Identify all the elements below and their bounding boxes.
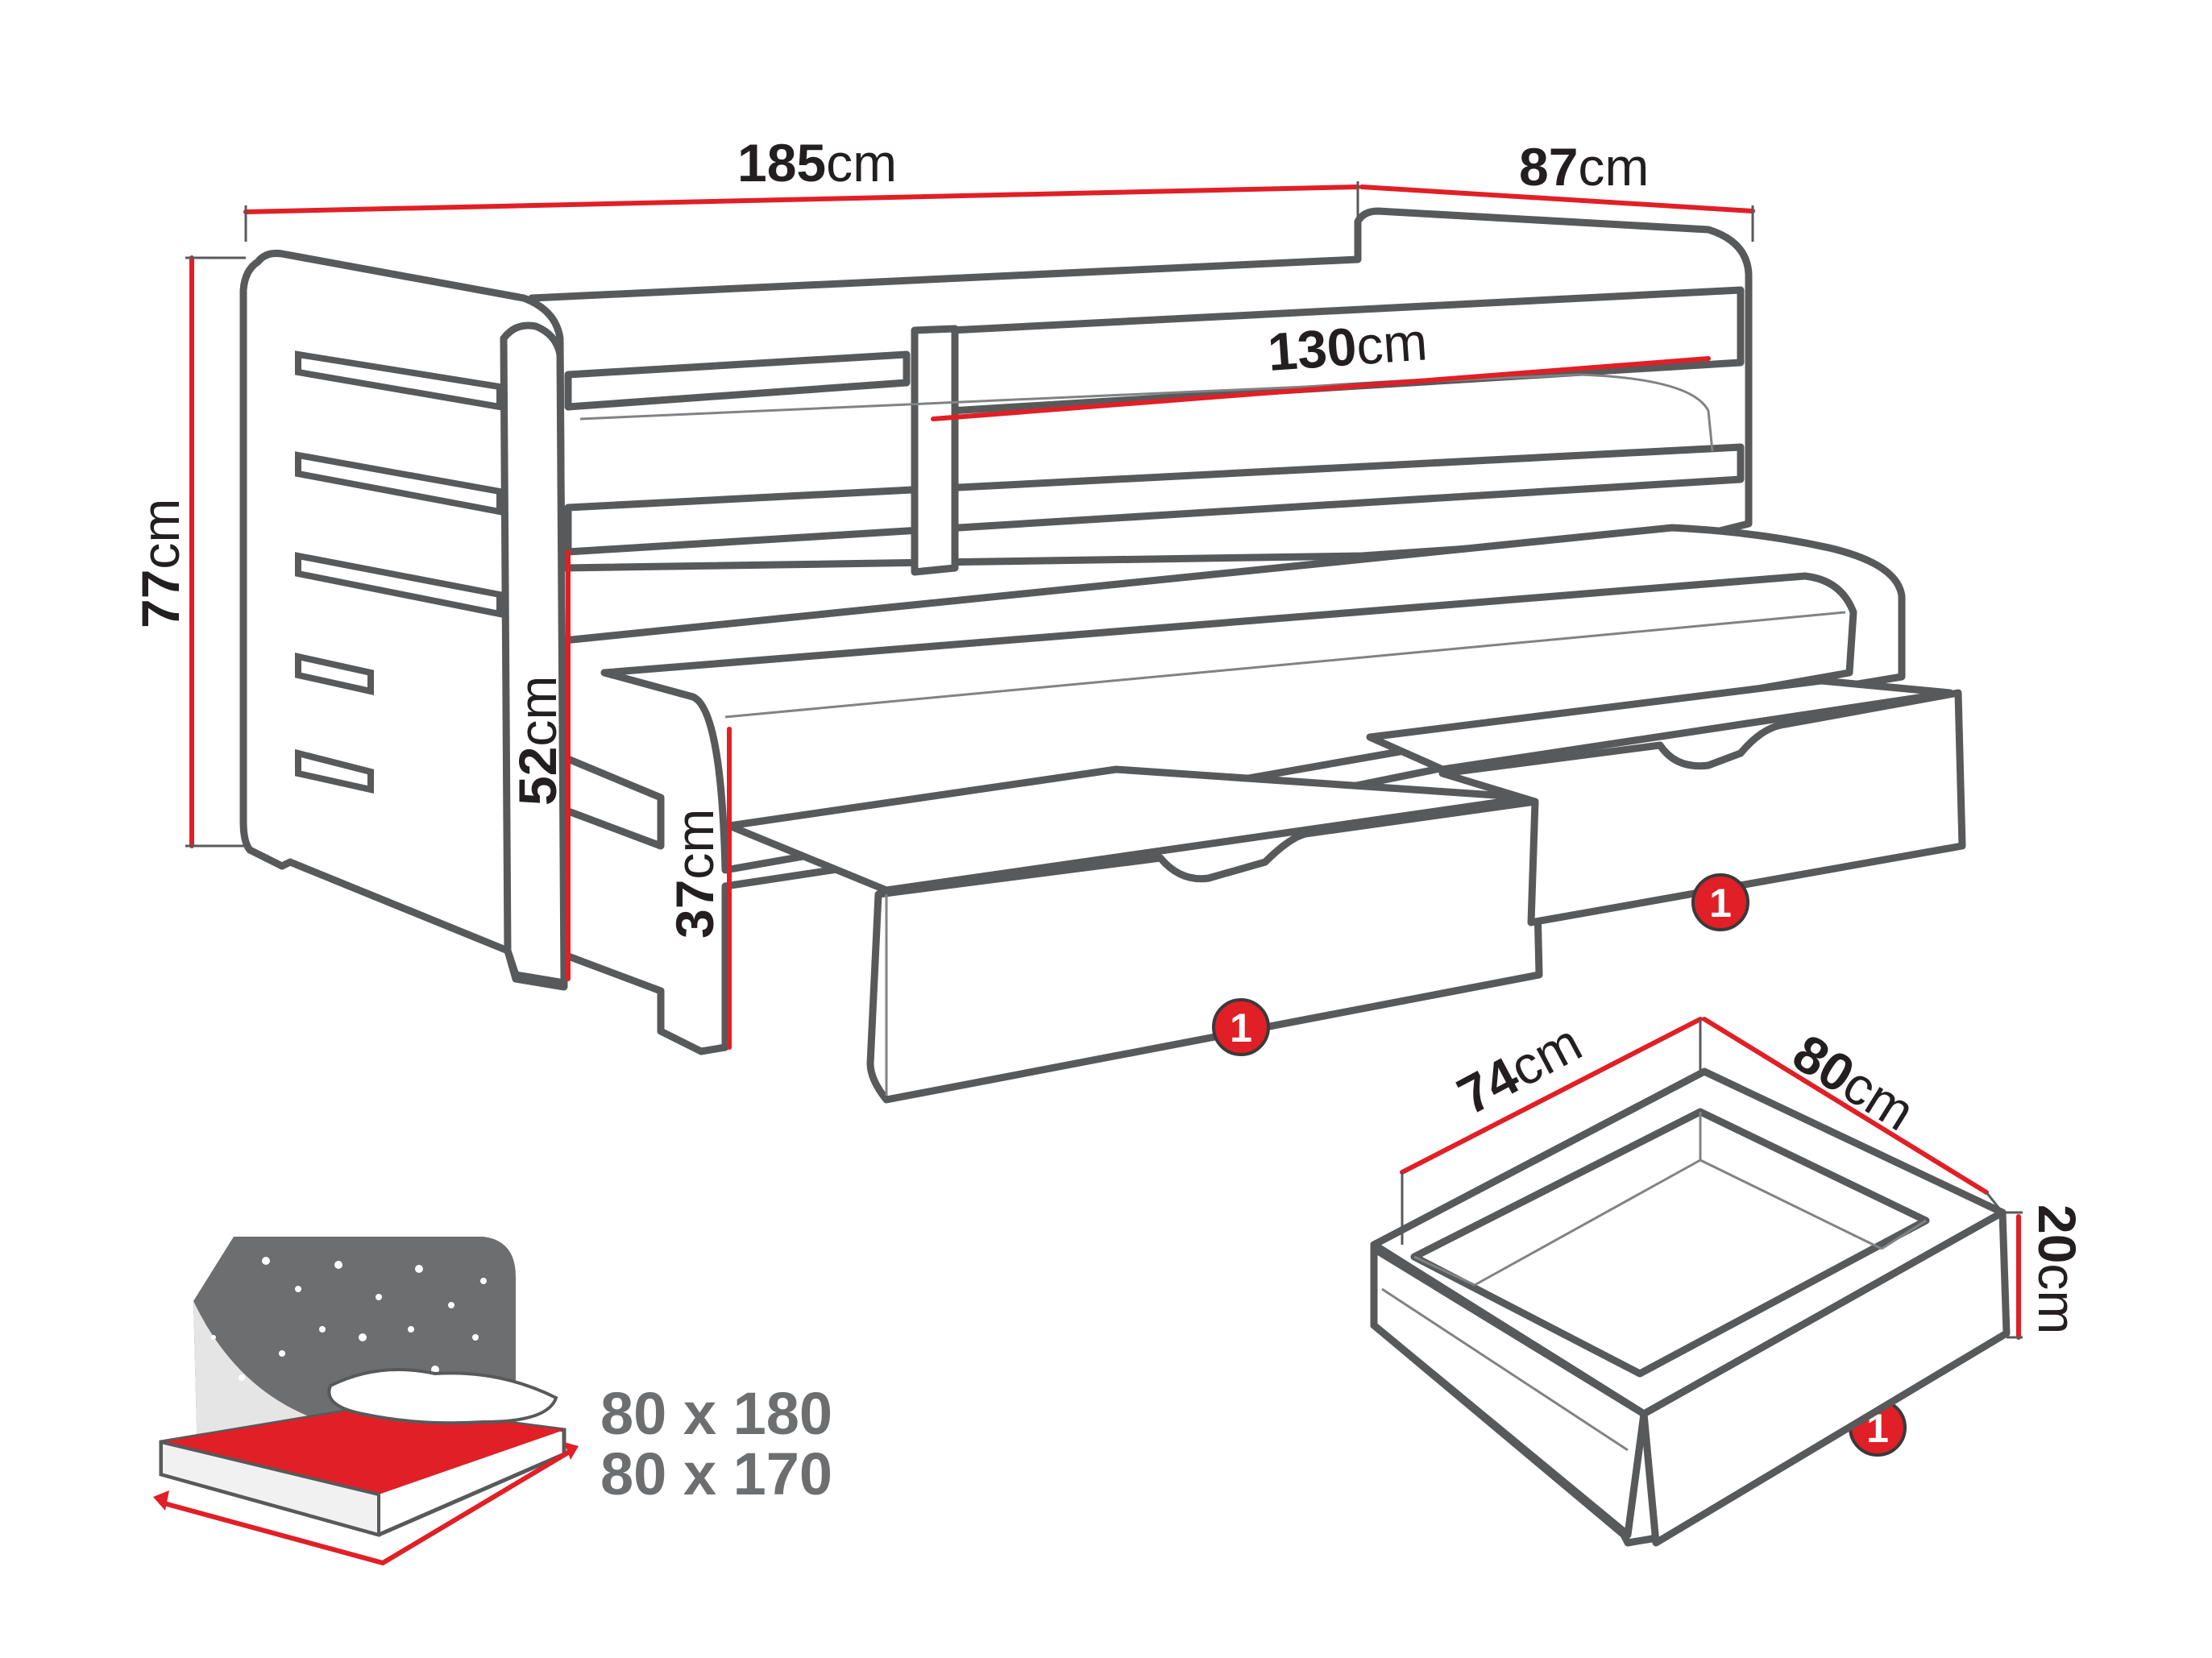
mattress-size-2: 80 x 170 — [600, 1440, 832, 1507]
depth-label: 87cm — [1519, 137, 1649, 197]
upper-mattress-top — [579, 373, 1714, 452]
svg-text:1: 1 — [1709, 881, 1732, 926]
svg-text:1: 1 — [1230, 1005, 1252, 1051]
pull-out-height-label: 37cm — [665, 809, 724, 939]
pull-out-side-rail — [560, 753, 665, 850]
mattress-icon — [153, 1237, 579, 1566]
stars — [211, 1257, 487, 1381]
dimension-labels: 185cm 87cm 77cm 130cm 52cm 37cm — [131, 133, 1649, 939]
drawer-left — [725, 765, 1543, 1104]
safety-guard-post — [911, 325, 959, 576]
quantity-badges: 1 1 1 — [1212, 873, 1907, 1457]
drawer-right — [1366, 677, 1966, 926]
drawer-width-label: 74cm — [1448, 1012, 1591, 1125]
top-bed-height-label: 52cm — [508, 676, 567, 806]
length-label: 185cm — [737, 133, 897, 193]
badge-left-drawer: 1 — [1212, 998, 1270, 1056]
pull-out-mattress-edge — [724, 611, 1846, 719]
height-label: 77cm — [131, 499, 190, 628]
headboard-slats — [295, 350, 503, 794]
bed-front-leg — [500, 321, 568, 987]
badge-right-drawer: 1 — [1691, 873, 1749, 931]
dimension-lines — [185, 181, 1755, 1050]
mattress-sizes: 80 x 180 80 x 170 — [600, 1380, 832, 1507]
mattress-size-1: 80 x 180 — [600, 1380, 832, 1447]
bed-illustration — [239, 207, 1966, 1104]
drawer-height-label: 20cm — [2027, 1204, 2087, 1334]
drawer-detail: 74cm 80cm 20cm — [1370, 1012, 2087, 1547]
guard-length-label: 130cm — [1266, 311, 1430, 382]
